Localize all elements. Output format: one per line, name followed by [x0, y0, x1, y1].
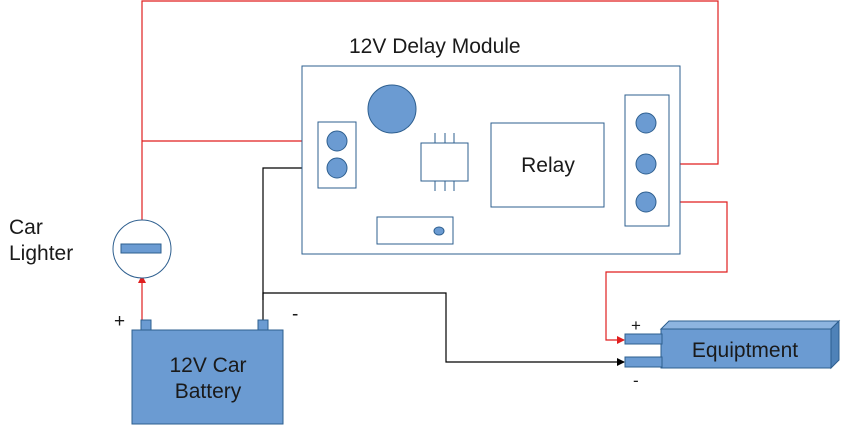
lighter-label-line1: Car	[9, 216, 43, 239]
battery-terminal-negative	[257, 319, 269, 331]
wire-lighter-to-relay-com	[141, 0, 719, 221]
equipment-plug-positive	[624, 333, 663, 345]
wire-battery-minus-to-equipment	[262, 292, 625, 366]
potentiometer	[367, 84, 417, 134]
ic-chip	[420, 133, 469, 191]
equipment-plug-negative	[624, 356, 663, 368]
equipment-box	[659, 319, 841, 370]
equipment-label: Equiptment	[692, 339, 798, 362]
battery-terminal-positive	[140, 319, 152, 331]
relay-terminal-com	[635, 153, 657, 175]
car-battery	[131, 329, 284, 425]
input-terminal-positive	[326, 130, 348, 152]
relay-terminal-no	[635, 191, 657, 213]
relay-terminal-nc	[635, 112, 657, 134]
input-terminal-negative	[326, 157, 348, 179]
lighter-label-line2: Lighter	[9, 242, 73, 265]
module-title: 12V Delay Module	[349, 35, 521, 58]
car-lighter-slot	[120, 243, 162, 254]
battery-plus-sign: +	[114, 311, 125, 332]
relay-label: Relay	[521, 154, 575, 177]
equipment-minus-sign: -	[633, 371, 639, 390]
battery-label-line1: 12V Car	[169, 354, 246, 377]
jumper-switch-knob	[433, 226, 445, 236]
relay-box	[490, 122, 605, 208]
wire-relay-to-equipment-plus	[605, 201, 728, 344]
battery-minus-sign: -	[292, 304, 298, 325]
battery-label-line2: Battery	[175, 380, 242, 403]
equipment-plus-sign: +	[631, 316, 641, 335]
